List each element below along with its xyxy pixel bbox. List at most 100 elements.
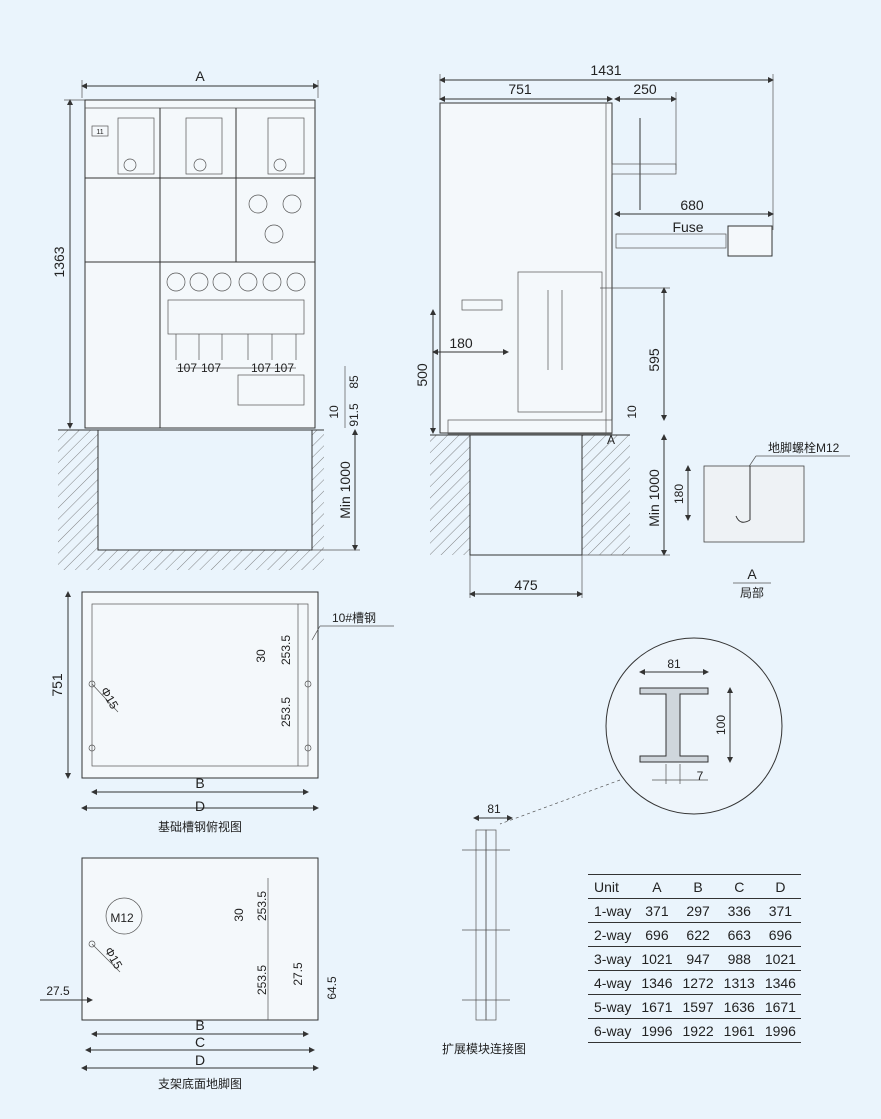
footprint-width-b: B bbox=[195, 1017, 204, 1033]
table-cell: 336 bbox=[718, 898, 760, 923]
footprint-dim-253-5-top: 253.5 bbox=[255, 891, 269, 921]
table-cell: 1346 bbox=[636, 970, 678, 995]
table-cell: 1313 bbox=[718, 970, 760, 995]
table-row: 5-way 1671 1597 1636 1671 bbox=[588, 994, 801, 1019]
footprint-dim-27-5-left: 27.5 bbox=[46, 984, 70, 998]
footprint-width-c: C bbox=[195, 1034, 205, 1050]
table-cell: 663 bbox=[718, 922, 760, 947]
table-cell: 371 bbox=[759, 898, 801, 923]
side-fuse-label: Fuse bbox=[672, 219, 703, 235]
side-pit-width: 475 bbox=[514, 577, 538, 593]
table-cell: 3-way bbox=[588, 946, 637, 971]
table-cell: 1272 bbox=[677, 970, 719, 995]
table-cell: 4-way bbox=[588, 970, 637, 995]
switch-panels bbox=[117, 117, 305, 244]
table-cell: 696 bbox=[759, 922, 801, 947]
table-row: 6-way 1996 1922 1961 1996 bbox=[588, 1018, 801, 1043]
section-height: 100 bbox=[714, 715, 728, 735]
footprint-dim-64-5: 64.5 bbox=[325, 976, 339, 1000]
table-row: 2-way 696 622 663 696 bbox=[588, 922, 801, 947]
front-dim-10: 10 bbox=[327, 405, 341, 419]
side-view: 1431 751 250 680 Fuse 180 500 595 10 A bbox=[414, 62, 774, 598]
extension-flange: 81 bbox=[487, 802, 501, 816]
detail-a: 地脚螺栓M12 180 A 局部 bbox=[672, 440, 850, 600]
side-handle-offset: 250 bbox=[633, 81, 657, 97]
base-inner-width: B bbox=[195, 775, 204, 791]
side-dim-180: 180 bbox=[449, 335, 473, 351]
front-tag-label: 11 bbox=[96, 129, 103, 136]
extension-caption: 扩展模块连接图 bbox=[442, 1041, 526, 1056]
table-cell: 947 bbox=[677, 946, 719, 971]
base-outer-width: D bbox=[195, 798, 205, 814]
base-caption: 基础槽钢俯视图 bbox=[158, 819, 242, 834]
footprint-bolt: M12 bbox=[110, 911, 134, 925]
side-body-depth: 751 bbox=[508, 81, 532, 97]
front-view: A 1363 11 bbox=[51, 68, 361, 570]
detail-title: A bbox=[747, 566, 757, 582]
section-web: 7 bbox=[697, 769, 704, 783]
table-cell: 1961 bbox=[718, 1018, 760, 1043]
fuse-spacing-3: 107 bbox=[251, 361, 271, 375]
table-header: A bbox=[636, 874, 678, 899]
side-pit-depth: Min 1000 bbox=[646, 469, 662, 527]
footprint-width-d: D bbox=[195, 1052, 205, 1068]
table-cell: 1996 bbox=[636, 1018, 678, 1043]
table-cell: 696 bbox=[636, 922, 678, 947]
section-flange: 81 bbox=[667, 657, 681, 671]
table-cell: 1-way bbox=[588, 898, 637, 923]
fuse-spacing-4: 107 bbox=[274, 361, 294, 375]
table-cell: 1021 bbox=[759, 946, 801, 971]
table-row: 1-way 371 297 336 371 bbox=[588, 898, 801, 923]
table-row: 3-way 1021 947 988 1021 bbox=[588, 946, 801, 971]
table-cell: 1671 bbox=[759, 994, 801, 1019]
front-dim-91-5: 91.5 bbox=[347, 403, 361, 427]
table-cell: 1597 bbox=[677, 994, 719, 1019]
table-header: C bbox=[718, 874, 760, 899]
table-cell: 988 bbox=[718, 946, 760, 971]
table-cell: 371 bbox=[636, 898, 678, 923]
footprint-dim-30: 30 bbox=[232, 908, 246, 922]
front-dim-85: 85 bbox=[347, 375, 361, 389]
base-dim-253-5-top: 253.5 bbox=[279, 635, 293, 665]
table-cell: 1346 bbox=[759, 970, 801, 995]
base-channel-label: 10#槽钢 bbox=[332, 611, 376, 625]
extension-connection: 81 扩展模块连接图 bbox=[442, 802, 526, 1056]
detail-depth: 180 bbox=[672, 484, 686, 504]
base-depth: 751 bbox=[49, 673, 65, 697]
table-cell: 297 bbox=[677, 898, 719, 923]
footprint-dim-253-5-bottom: 253.5 bbox=[255, 965, 269, 995]
side-dim-500: 500 bbox=[414, 363, 430, 387]
table-cell: 622 bbox=[677, 922, 719, 947]
table-cell: 1671 bbox=[636, 994, 678, 1019]
base-dim-30: 30 bbox=[254, 649, 268, 663]
front-height-label: 1363 bbox=[51, 246, 67, 277]
base-dim-253-5-bottom: 253.5 bbox=[279, 697, 293, 727]
detail-bolt-label: 地脚螺栓M12 bbox=[768, 440, 840, 455]
side-dim-10: 10 bbox=[625, 405, 639, 419]
table-cell: 5-way bbox=[588, 994, 637, 1019]
footprint-caption: 支架底面地脚图 bbox=[158, 1076, 242, 1091]
side-fuse-clearance: 680 bbox=[680, 197, 704, 213]
table-cell: 1996 bbox=[759, 1018, 801, 1043]
table-cell: 1636 bbox=[718, 994, 760, 1019]
footprint-dim-27-5-right: 27.5 bbox=[291, 962, 305, 986]
table-cell: 1922 bbox=[677, 1018, 719, 1043]
fuse-bushings bbox=[166, 272, 306, 360]
table-cell: 6-way bbox=[588, 1018, 637, 1043]
front-width-label: A bbox=[195, 68, 205, 84]
footprint: M12 Φ15 30 253.5 253.5 27.5 64.5 27.5 B … bbox=[40, 857, 339, 1091]
table-header: Unit bbox=[588, 874, 637, 899]
base-plan: 751 10#槽钢 30 253.5 253.5 Φ15 B D 基础槽钢俯视图 bbox=[49, 591, 394, 834]
table-header-row: Unit A B C D bbox=[588, 874, 801, 899]
side-total-depth: 1431 bbox=[590, 62, 621, 78]
channel-section: 81 100 7 bbox=[499, 637, 783, 825]
table-header: D bbox=[759, 874, 801, 899]
front-pit-depth: Min 1000 bbox=[337, 461, 353, 519]
table-row: 4-way 1346 1272 1313 1346 bbox=[588, 970, 801, 995]
dimension-table: Unit A B C D 1-way 371 297 336 371 2-way… bbox=[588, 874, 801, 1043]
side-dim-595: 595 bbox=[646, 348, 662, 372]
table-header: B bbox=[677, 874, 719, 899]
table-cell: 1021 bbox=[636, 946, 678, 971]
table-cell: 2-way bbox=[588, 922, 637, 947]
